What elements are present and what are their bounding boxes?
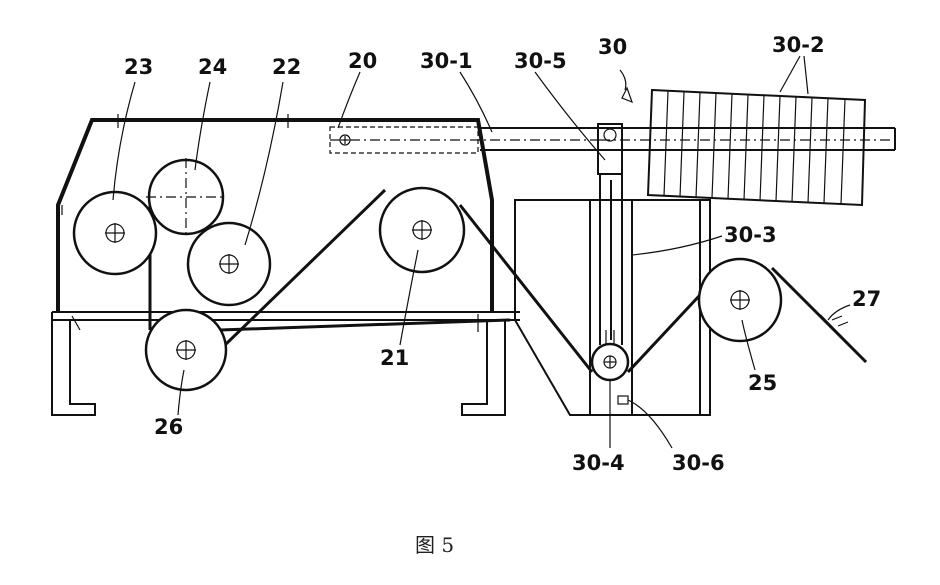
label-27: 27 xyxy=(852,287,881,311)
label-30-5: 30-5 xyxy=(514,49,567,73)
roller-30-4 xyxy=(590,342,630,382)
base-frame xyxy=(51,311,520,416)
roller-25 xyxy=(697,257,783,343)
roller-22 xyxy=(186,221,272,307)
roller-23 xyxy=(72,190,158,276)
label-30-4: 30-4 xyxy=(572,451,625,475)
label-30-6: 30-6 xyxy=(672,451,725,475)
label-22: 22 xyxy=(272,55,301,79)
tension-arm xyxy=(597,123,629,405)
label-24: 24 xyxy=(198,55,227,79)
label-26: 26 xyxy=(154,415,183,439)
leader-lines xyxy=(112,55,851,449)
label-30: 30 xyxy=(598,35,627,59)
machine-housing xyxy=(56,114,494,312)
label-30-3: 30-3 xyxy=(724,223,777,247)
figure-caption: 图 5 xyxy=(415,533,454,557)
label-30-2: 30-2 xyxy=(772,33,825,57)
label-20: 20 xyxy=(348,49,377,73)
label-21: 21 xyxy=(380,346,409,370)
tension-box xyxy=(514,199,711,416)
spring-stack xyxy=(646,88,867,207)
label-23: 23 xyxy=(124,55,153,79)
strip-27 xyxy=(819,314,867,363)
label-30-1: 30-1 xyxy=(420,49,473,73)
roller-24 xyxy=(146,158,226,236)
roller-21 xyxy=(378,186,466,274)
label-25: 25 xyxy=(748,371,777,395)
roller-26 xyxy=(144,308,228,392)
